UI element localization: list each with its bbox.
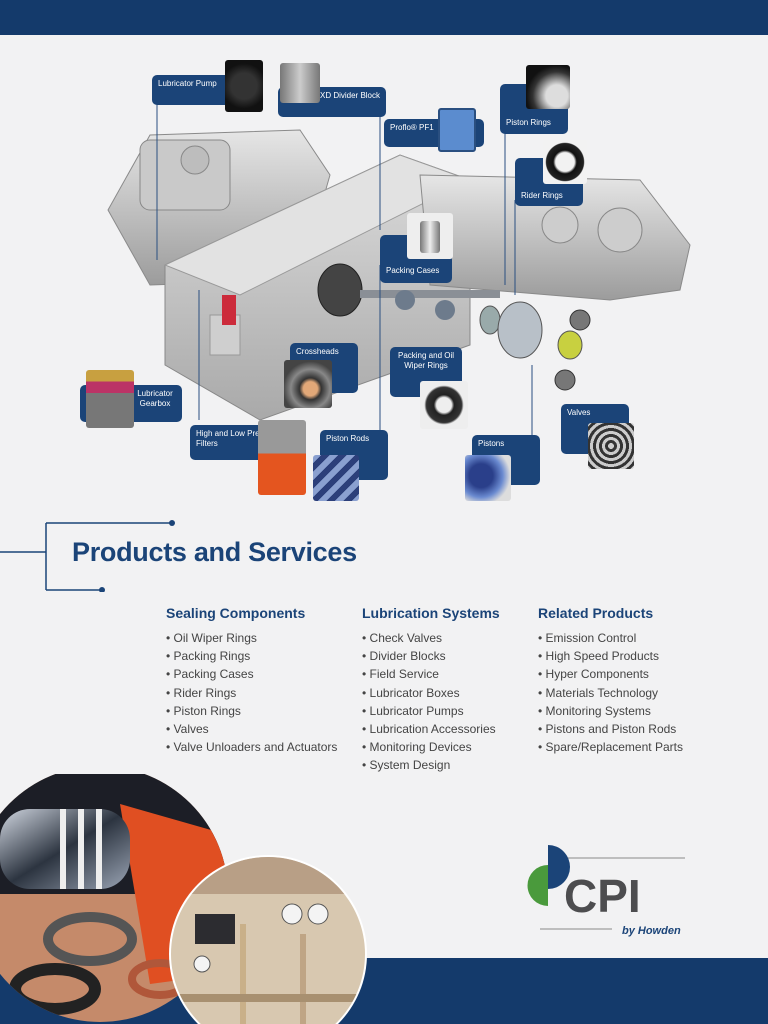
list-item: System Design — [362, 756, 500, 774]
list-item: Pistons and Piston Rods — [538, 720, 683, 738]
lubricator-gearbox-thumbnail — [86, 370, 134, 428]
list-item: Divider Blocks — [362, 647, 500, 665]
valves-thumbnail — [588, 423, 634, 469]
page-title: Products and Services — [72, 537, 357, 567]
rider-rings-thumbnail — [543, 140, 587, 184]
list-item: Spare/Replacement Parts — [538, 738, 683, 756]
column-heading: Lubrication Systems — [362, 605, 500, 621]
lubrication-systems-list: Check Valves Divider Blocks Field Servic… — [362, 629, 500, 775]
filters-thumbnail — [258, 420, 306, 495]
brand-wordmark: CPI — [564, 870, 641, 922]
callout-label: High and Low Pressure Filters — [196, 429, 280, 448]
callout-label: Valves — [567, 408, 591, 417]
column-heading: Sealing Components — [166, 605, 306, 621]
list-item: Check Valves — [362, 629, 500, 647]
list-item: High Speed Products — [538, 647, 683, 665]
list-item: Rider Rings — [166, 684, 337, 702]
list-item: Materials Technology — [538, 684, 683, 702]
lubrication-systems-column: Lubrication Systems Check Valves Divider… — [362, 605, 500, 775]
callout-label: Proflo® PF1 — [390, 123, 434, 132]
list-item: Valves — [166, 720, 337, 738]
proflo-thumbnail — [438, 108, 476, 152]
list-item: Hyper Components — [538, 665, 683, 683]
callout-label: Pistons — [478, 439, 505, 448]
list-item: Monitoring Systems — [538, 702, 683, 720]
callout-label: Packing Cases — [386, 266, 440, 275]
callout-label: Packing and Oil Wiper Rings — [397, 351, 455, 370]
callout-label: Piston Rods — [326, 434, 370, 443]
brand-tagline: by Howden — [622, 925, 681, 937]
top-banner — [0, 0, 768, 35]
lubricator-pump-thumbnail — [225, 60, 263, 112]
product-photos — [0, 774, 367, 1024]
column-heading: Related Products — [538, 605, 654, 621]
callout-label: Piston Rings — [506, 118, 551, 127]
cpi-logo: CPI by Howden — [527, 845, 685, 937]
list-item: Piston Rings — [166, 702, 337, 720]
list-item: Packing Cases — [166, 665, 337, 683]
sealing-components-column: Sealing Components Oil Wiper Rings Packi… — [166, 605, 337, 756]
pistons-thumbnail — [465, 455, 511, 501]
related-products-column: Related Products Emission Control High S… — [538, 605, 683, 756]
related-products-list: Emission Control High Speed Products Hyp… — [538, 629, 683, 756]
list-item: Packing Rings — [166, 647, 337, 665]
list-item: Lubricator Boxes — [362, 684, 500, 702]
list-item: Oil Wiper Rings — [166, 629, 337, 647]
list-item: Field Service — [362, 665, 500, 683]
list-item: Emission Control — [538, 629, 683, 647]
list-item: Lubrication Accessories — [362, 720, 500, 738]
callout-label: Lubricator Pump — [158, 79, 217, 88]
piston-rings-thumbnail — [526, 65, 570, 109]
crossheads-thumbnail — [284, 360, 332, 408]
list-item: Monitoring Devices — [362, 738, 500, 756]
piston-rods-thumbnail — [313, 455, 359, 501]
compressor-illustration: Lubricator Pump XD Divider Block Proflo®… — [0, 35, 768, 515]
divider-block-thumbnail — [280, 63, 320, 103]
list-item: Lubricator Pumps — [362, 702, 500, 720]
callout-label: Lubricator Gearbox — [137, 389, 173, 408]
callout-label: Crossheads — [296, 347, 339, 356]
oil-wiper-thumbnail — [420, 381, 468, 429]
callout-label: XD Divider Block — [319, 91, 380, 100]
list-item: Valve Unloaders and Actuators — [166, 738, 338, 756]
packing-cases-thumbnail — [407, 213, 453, 259]
callout-label: Rider Rings — [521, 191, 563, 200]
heading-bracket — [0, 520, 175, 592]
sealing-components-list: Oil Wiper Rings Packing Rings Packing Ca… — [166, 629, 338, 756]
